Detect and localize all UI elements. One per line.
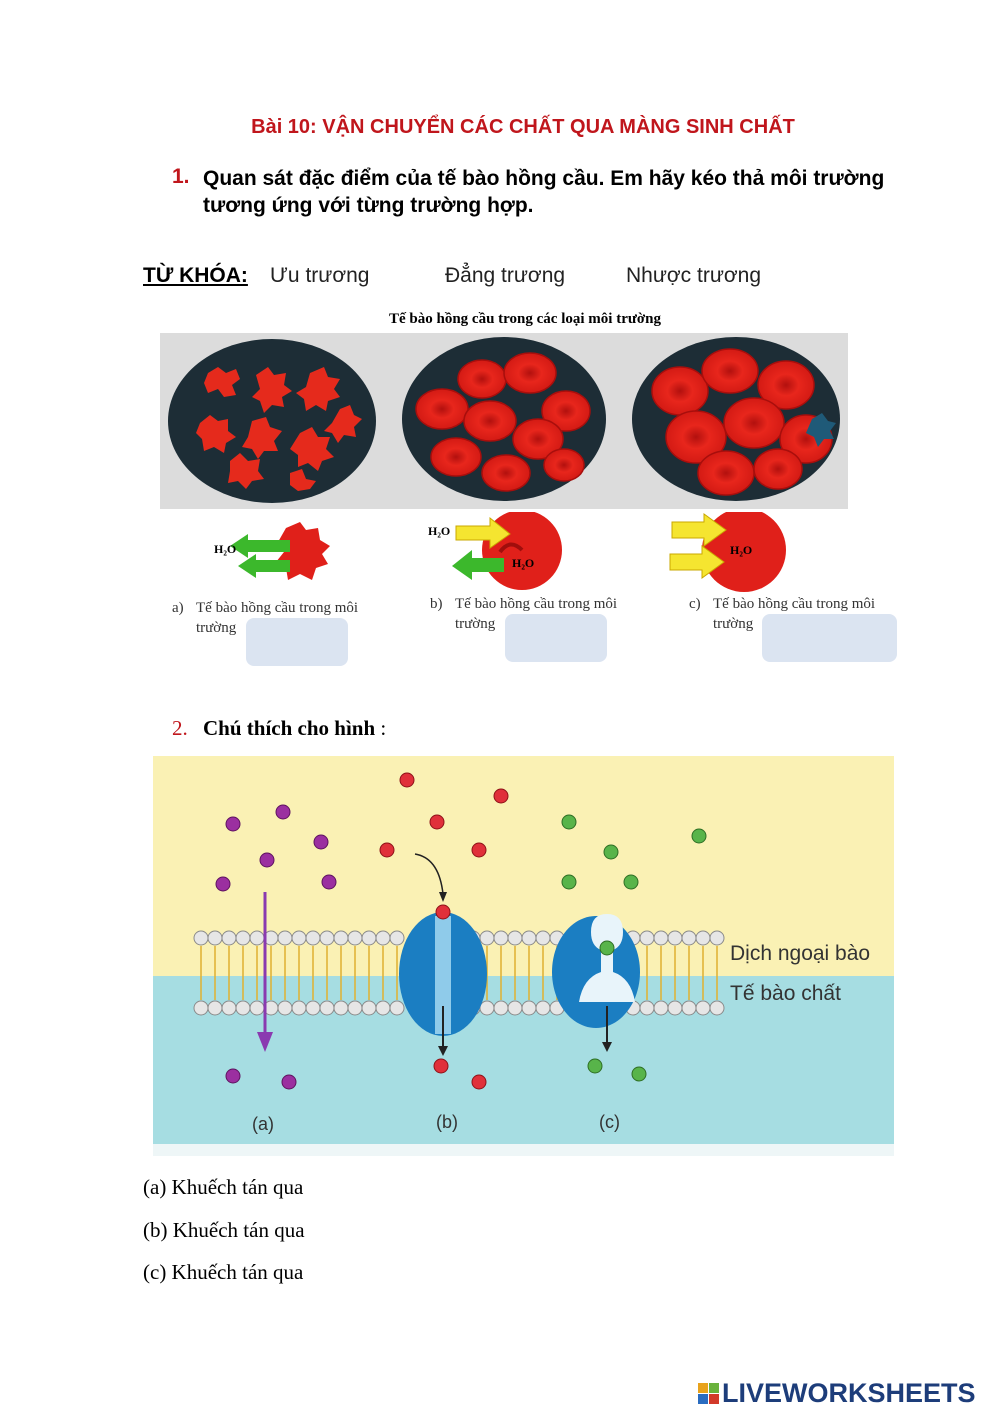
page-title: Bài 10: VẬN CHUYỂN CÁC CHẤT QUA MÀNG SIN… bbox=[251, 116, 795, 138]
caption-b-letter: b) bbox=[430, 596, 443, 612]
normal-cells-circle bbox=[402, 337, 606, 501]
water-label-b-out: H₂O bbox=[428, 524, 451, 538]
question-2-number: 2. bbox=[172, 716, 188, 740]
dropzone-b[interactable] bbox=[505, 614, 607, 662]
water-movement-diagrams bbox=[160, 508, 848, 592]
dropzone-c[interactable] bbox=[762, 614, 897, 662]
caption-b-text: Tế bào hồng cầu trong môi trường bbox=[455, 596, 618, 632]
answer-c: (c) Khuếch tán qua bbox=[143, 1260, 304, 1284]
caption-c-text: Tế bào hồng cầu trong môi trường bbox=[713, 596, 876, 632]
figure-2-label-c: (c) bbox=[599, 1112, 620, 1132]
figure-2-label-b: (b) bbox=[436, 1112, 458, 1132]
caption-a-letter: a) bbox=[172, 600, 184, 616]
liveworksheets-logo: LIVEWORKSHEETS bbox=[698, 1378, 976, 1409]
question-2-bold: Chú thích cho hình bbox=[203, 716, 376, 740]
keywords-label: TỪ KHÓA: bbox=[143, 264, 248, 287]
water-label-a: H₂O bbox=[214, 542, 237, 556]
question-1-text: Quan sát đặc điểm của tế bào hồng cầu. E… bbox=[203, 167, 885, 217]
water-label-c: H₂O bbox=[730, 543, 753, 557]
dropzone-a[interactable] bbox=[246, 618, 348, 666]
keyword-isotonic[interactable]: Đẳng trương bbox=[445, 264, 566, 287]
question-2-rest: : bbox=[375, 716, 387, 740]
question-2-text: Chú thích cho hình : bbox=[203, 716, 386, 741]
figure-2-label-a: (a) bbox=[252, 1114, 274, 1134]
caption-a-text: Tế bào hồng cầu trong môi trường bbox=[196, 600, 359, 636]
red-blood-cell-figure bbox=[160, 333, 848, 509]
caption-c-letter: c) bbox=[689, 596, 701, 612]
liveworksheets-logo-text: LIVEWORKSHEETS bbox=[722, 1378, 976, 1408]
figure-1-caption: Tế bào hồng cầu trong các loại môi trườn… bbox=[388, 311, 662, 327]
swollen-cells-circle bbox=[632, 337, 840, 501]
water-label-b-in: H₂O bbox=[512, 556, 535, 570]
answer-b: (b) Khuếch tán qua bbox=[143, 1218, 305, 1242]
liveworksheets-logo-icon bbox=[698, 1383, 719, 1404]
crenated-cells-circle bbox=[168, 339, 376, 503]
answer-a: (a) Khuếch tán qua bbox=[143, 1175, 304, 1199]
cytoplasm-label: Tế bào chất bbox=[730, 982, 841, 1005]
membrane-transport-figure bbox=[153, 756, 894, 1156]
keyword-hypertonic[interactable]: Ưu trương bbox=[270, 264, 370, 287]
extracellular-fluid-label: Dịch ngoại bào bbox=[730, 942, 871, 965]
question-1-number: 1. bbox=[172, 165, 190, 188]
keyword-hypotonic[interactable]: Nhược trương bbox=[626, 264, 762, 287]
